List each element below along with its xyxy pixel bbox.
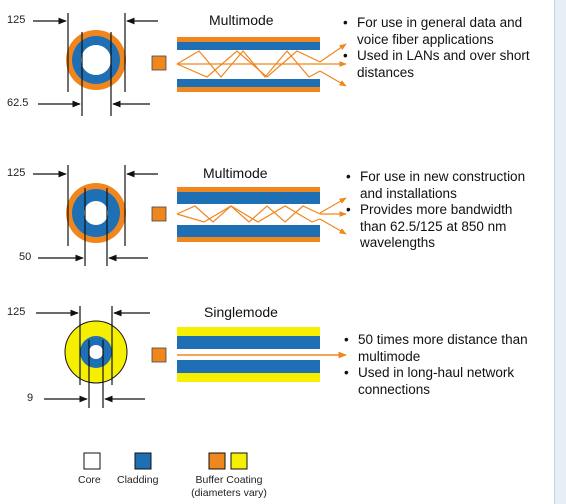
legend-core-label: Core: [78, 474, 101, 486]
fiber-diagram: [33, 13, 347, 470]
fiber-type-title: Multimode: [209, 12, 274, 28]
section-3: [36, 306, 347, 408]
core-circle: [89, 345, 103, 359]
outer-diameter-label: 125: [7, 306, 26, 318]
legend-cladding-label: Cladding: [117, 474, 159, 486]
fiber-type-title: Singlemode: [204, 304, 278, 320]
bullet-list: For use in new construction and installa…: [346, 169, 541, 252]
bullet-item: Used in long-haul network connections: [344, 365, 549, 398]
bullet-list: For use in general data and voice fiber …: [343, 15, 543, 81]
fiber-type-title: Multimode: [203, 165, 268, 181]
core-diameter-label: 9: [27, 392, 34, 404]
core-diameter-label: 50: [19, 251, 32, 263]
bullet-item: Provides more bandwidth than 62.5/125 at…: [346, 202, 541, 252]
legend-buffer-note: (diameters vary): [191, 487, 267, 499]
legend-cladding-swatch: [134, 452, 152, 470]
bullet-item: 50 times more distance than multimode: [344, 332, 549, 365]
core-diameter-label: 62.5: [7, 97, 29, 109]
legend: [83, 452, 248, 470]
core-circle: [84, 201, 108, 225]
light-source: [151, 55, 167, 71]
legend-core-swatch: [83, 452, 101, 470]
light-rays: [176, 43, 347, 87]
core-circle: [81, 45, 111, 75]
legend-buffer-label: Buffer Coating: [195, 474, 263, 486]
page-edge-rule: [554, 0, 566, 504]
light-source: [151, 347, 167, 363]
legend-buffer-orange-swatch: [208, 452, 226, 470]
section-2: [33, 165, 347, 266]
light-source: [151, 206, 167, 222]
legend-buffer-yellow-swatch: [230, 452, 248, 470]
light-rays: [176, 197, 347, 235]
outer-diameter-label: 125: [7, 14, 26, 26]
bullet-list: 50 times more distance than multimode Us…: [344, 332, 549, 398]
bullet-item: Used in LANs and over short distances: [343, 48, 543, 81]
fiber-cable: [177, 187, 320, 242]
outer-diameter-label: 125: [7, 167, 26, 179]
section-1: [33, 13, 347, 116]
bullet-item: For use in new construction and installa…: [346, 169, 541, 202]
bullet-item: For use in general data and voice fiber …: [343, 15, 543, 48]
